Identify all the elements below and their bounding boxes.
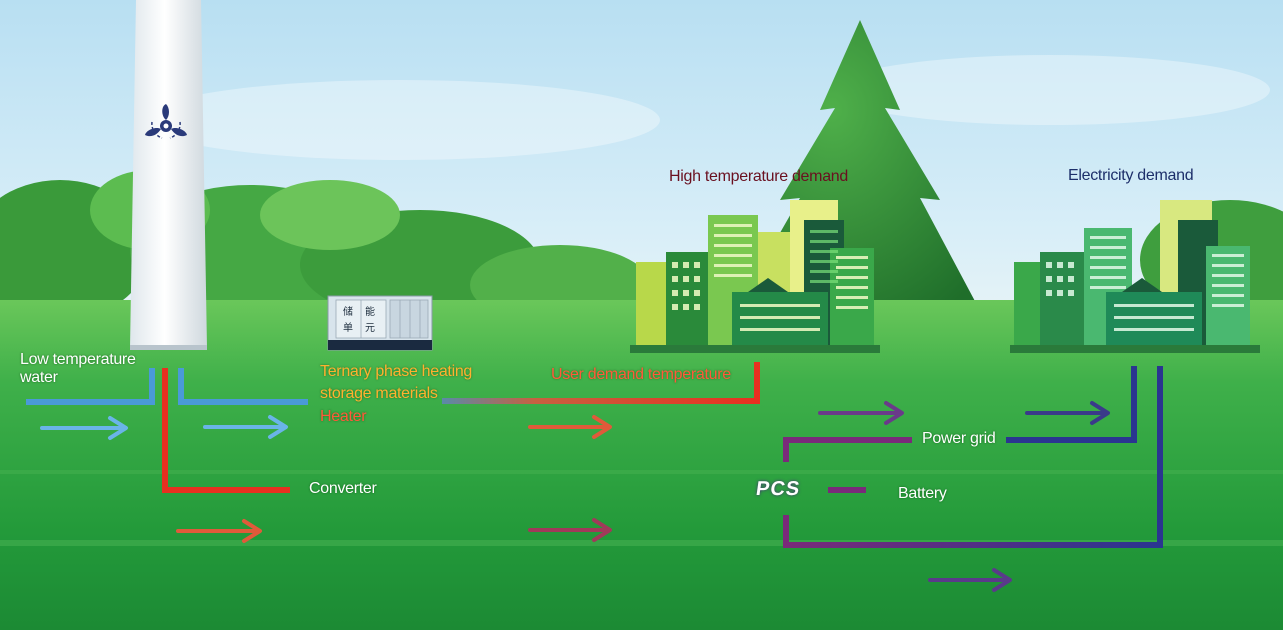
- pcs-grid-pipe: [783, 437, 912, 462]
- high-temperature-demand-label: High temperature demand: [669, 168, 848, 185]
- user-demand-temperature-label: User demand temperature: [551, 366, 731, 383]
- cabinet-char-2: 能: [365, 305, 375, 318]
- electricity-demand-label: Electricity demand: [1068, 167, 1194, 184]
- heater-label: Heater: [320, 408, 367, 425]
- low-temperature-water-line1: Low temperature: [20, 351, 136, 368]
- city-buildings-icon: [1010, 200, 1260, 353]
- heater-to-user-pipe: [442, 362, 760, 404]
- grid-to-demand-pipe: [1006, 366, 1137, 443]
- wind-turbine-tower: [130, 0, 207, 350]
- power-grid-label: Power grid: [922, 430, 996, 447]
- converter-label: Converter: [309, 480, 377, 497]
- ternary-line2: storage materials: [320, 385, 438, 402]
- cold-water-pipe: [26, 368, 155, 405]
- low-temperature-water-label: Low temperature water: [20, 351, 136, 387]
- arrow-right-icon: [176, 519, 262, 543]
- cabinet-char-1: 储: [343, 305, 353, 318]
- low-temperature-water-line2: water: [20, 369, 58, 386]
- wind-turbine-icon: [145, 104, 187, 139]
- energy-storage-cabinet: 储 能 单 元: [327, 295, 433, 351]
- arrow-right-icon: [528, 415, 612, 439]
- flow-arrows: [40, 401, 1110, 592]
- pipe-network: [26, 362, 1163, 548]
- city-buildings-icon: [630, 200, 880, 353]
- cabinet-char-3: 单: [343, 322, 353, 334]
- arrow-right-icon: [818, 401, 904, 425]
- arrow-right-icon: [1025, 401, 1110, 425]
- ternary-line1: Ternary phase heating: [320, 363, 473, 380]
- arrow-right-icon: [203, 415, 288, 439]
- hot-flow-pipe: [162, 368, 290, 493]
- arrow-right-icon: [928, 568, 1012, 592]
- battery-label: Battery: [898, 485, 947, 502]
- ternary-material-label: Ternary phase heating storage materials: [320, 361, 472, 405]
- arrow-right-icon: [40, 416, 128, 440]
- pcs-direct-demand-pipe: [783, 366, 1163, 548]
- cold-water-pipe-to-storage: [178, 368, 308, 405]
- arrow-right-icon: [528, 518, 612, 542]
- pcs-label: PCS: [754, 478, 802, 500]
- cabinet-char-4: 元: [365, 323, 375, 334]
- grass-field: [0, 300, 1283, 630]
